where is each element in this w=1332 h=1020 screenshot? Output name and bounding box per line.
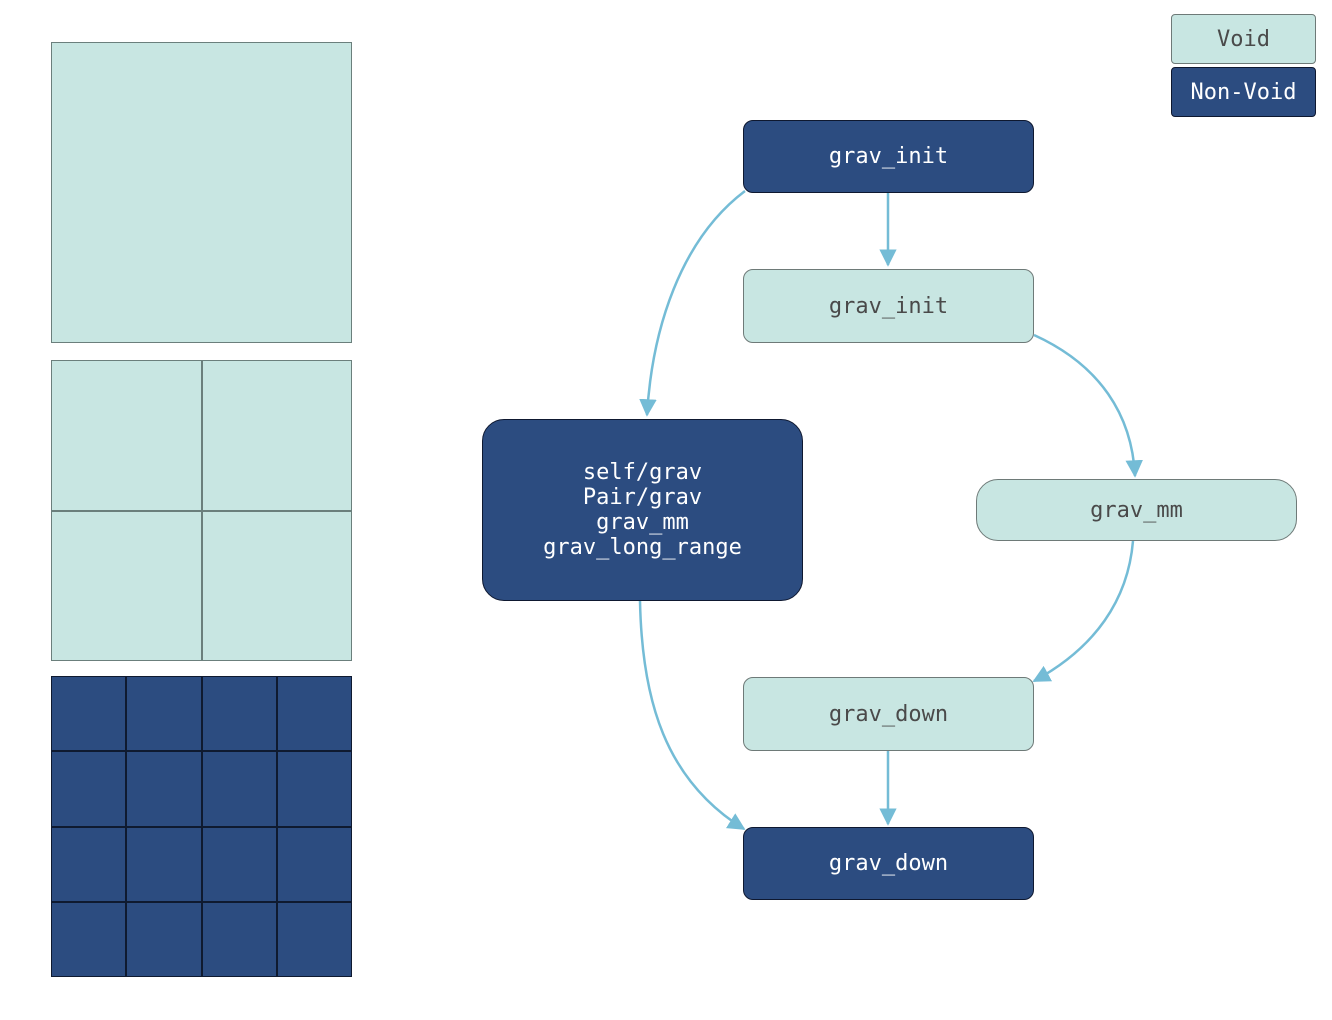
grid-cell [276, 826, 352, 902]
edge-multi-to-grav-down-bottom [638, 600, 746, 831]
grid-cell [276, 676, 352, 752]
grid-cell [51, 751, 127, 827]
node-label: grav_mm [1090, 497, 1183, 523]
grid-cell [51, 901, 127, 977]
legend-void-label: Void [1217, 26, 1270, 52]
grid-cell [51, 510, 202, 661]
grid-cell [51, 42, 352, 343]
grid-cell [276, 751, 352, 827]
grid-cell [201, 751, 277, 827]
node-grav-init-nonvoid: grav_init [743, 120, 1034, 193]
grid-cell [51, 360, 202, 511]
legend-nonvoid-label: Non-Void [1190, 79, 1297, 105]
edge-grav-mm-to-grav-down-void [1032, 540, 1135, 683]
grid-cell [276, 901, 352, 977]
grid-cell [126, 901, 202, 977]
grid-cell [126, 826, 202, 902]
node-grav-mm-void: grav_mm [976, 479, 1297, 541]
grid-cell [201, 901, 277, 977]
edge-grav-init-void-to-grav-mm [1033, 333, 1143, 478]
node-grav-down-nonvoid: grav_down [743, 827, 1034, 900]
legend-nonvoid-swatch: Non-Void [1171, 67, 1316, 117]
grid-cell [201, 360, 352, 511]
grid-cell [51, 826, 127, 902]
grid-cell [201, 676, 277, 752]
void-grid-2x2 [51, 360, 352, 661]
grid-cell [201, 826, 277, 902]
legend-void-swatch: Void [1171, 14, 1316, 64]
grid-cell [126, 751, 202, 827]
nonvoid-grid-4x4 [51, 676, 352, 977]
edge-grav-init-to-multi [639, 190, 746, 417]
grid-cell [51, 676, 127, 752]
node-label: grav_down [828, 851, 949, 876]
node-grav-init-void: grav_init [743, 269, 1034, 343]
node-label: self/grav Pair/grav grav_mm grav_long_ra… [543, 460, 742, 560]
grid-cell [126, 676, 202, 752]
grid-cell [201, 510, 352, 661]
node-label: grav_down [828, 701, 949, 727]
node-self-pair-mm-long-range: self/grav Pair/grav grav_mm grav_long_ra… [482, 419, 803, 601]
node-grav-down-void: grav_down [743, 677, 1034, 751]
void-grid-1x1 [51, 42, 352, 343]
node-label: grav_init [828, 144, 949, 169]
node-label: grav_init [828, 293, 949, 319]
